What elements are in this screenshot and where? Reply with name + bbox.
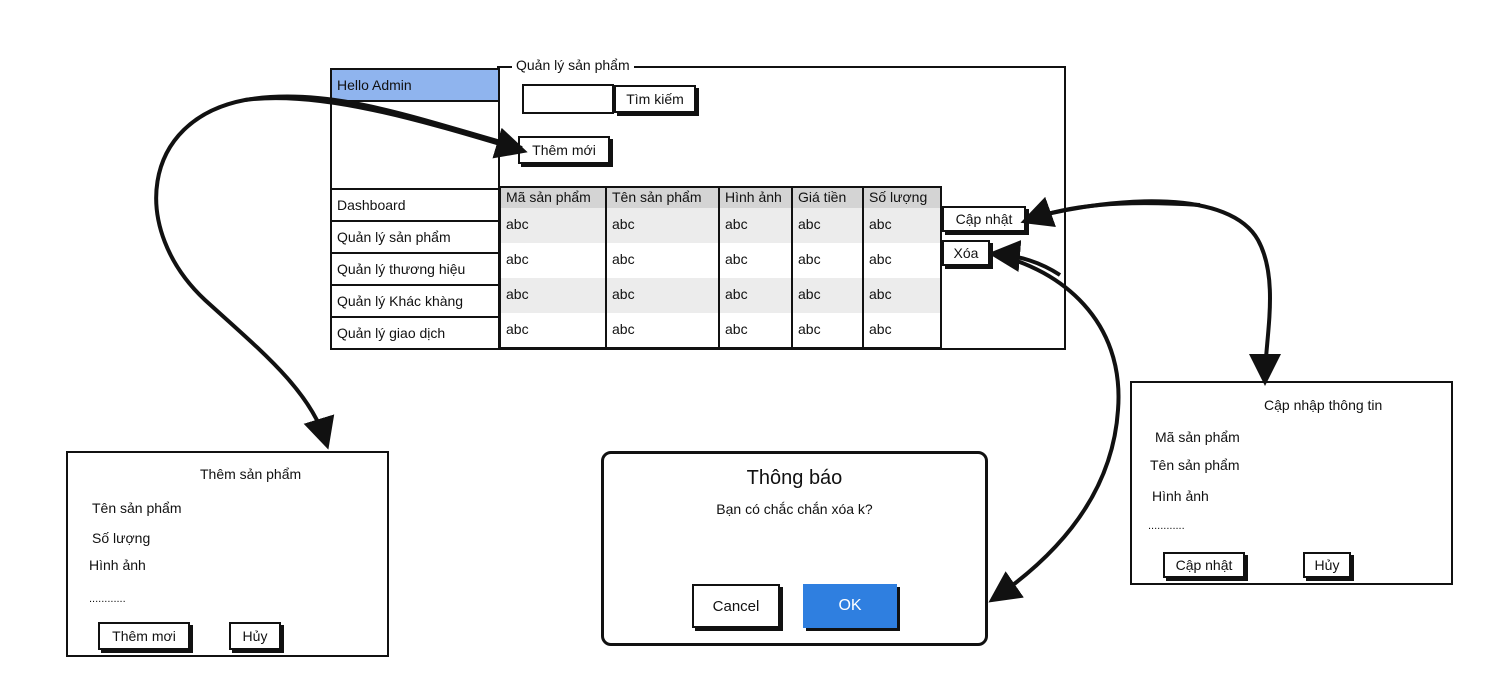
column-header[interactable]: Mã sản phẩm xyxy=(499,186,607,208)
update-dialog-submit-button[interactable]: Cập nhật xyxy=(1163,552,1245,578)
field-label: Mã sản phẩm xyxy=(1155,429,1240,445)
sidebar-item-label: Quản lý Khác khàng xyxy=(337,293,464,309)
add-dialog-cancel-label: Hủy xyxy=(242,628,268,644)
table-cell: abc xyxy=(605,243,720,278)
greeting-text: Hello Admin xyxy=(337,77,412,93)
field-label: Số lượng xyxy=(92,530,151,546)
update-dialog-submit-label: Cập nhật xyxy=(1175,557,1233,573)
update-dialog-title: Cập nhập thông tin xyxy=(1264,397,1383,413)
table-cell: abc xyxy=(605,313,720,349)
add-dialog-submit-button[interactable]: Thêm mơi xyxy=(98,622,190,650)
table-cell: abc xyxy=(499,313,607,349)
table-cell: abc xyxy=(718,313,793,349)
sidebar-item-customers[interactable]: Quản lý Khác khàng xyxy=(330,284,500,318)
update-button[interactable]: Cập nhật xyxy=(942,206,1026,232)
sidebar-item-label: Quản lý giao dịch xyxy=(337,325,446,341)
greeting-label: Hello Admin xyxy=(330,68,500,102)
search-input[interactable] xyxy=(522,84,614,114)
sidebar-item-products[interactable]: Quản lý sản phẩm xyxy=(330,220,500,254)
update-dialog-cancel-button[interactable]: Hủy xyxy=(1303,552,1351,578)
sidebar-item-transactions[interactable]: Quản lý giao dịch xyxy=(330,316,500,350)
update-dialog-cancel-label: Hủy xyxy=(1314,557,1340,573)
table-cell: abc xyxy=(862,278,942,313)
table-cell: abc xyxy=(499,243,607,278)
product-table: Mã sản phẩm Tên sản phẩm Hình ảnh Giá ti… xyxy=(499,186,942,349)
table-cell: abc xyxy=(862,208,942,243)
confirm-dialog-message: Bạn có chắc chắn xóa k? xyxy=(716,501,873,517)
ok-button[interactable]: OK xyxy=(803,584,897,628)
table-cell: abc xyxy=(499,208,607,243)
delete-button-label: Xóa xyxy=(953,245,979,261)
table-row[interactable]: abc abc abc abc abc xyxy=(499,278,942,313)
table-cell: abc xyxy=(605,278,720,313)
cancel-button-label: Cancel xyxy=(712,597,760,615)
table-cell: abc xyxy=(791,243,864,278)
confirm-delete-dialog xyxy=(601,451,988,646)
table-cell: abc xyxy=(499,278,607,313)
table-cell: abc xyxy=(862,243,942,278)
table-cell: abc xyxy=(605,208,720,243)
sidebar-item-label: Quản lý thương hiệu xyxy=(337,261,466,277)
sidebar-item-dashboard[interactable]: Dashboard xyxy=(330,188,500,222)
column-header[interactable]: Giá tiền xyxy=(791,186,864,208)
add-dialog-title: Thêm sản phẩm xyxy=(200,466,302,482)
add-new-button[interactable]: Thêm mới xyxy=(518,136,610,164)
column-header[interactable]: Hình ảnh xyxy=(718,186,793,208)
panel-title: Quản lý sản phẩm xyxy=(512,58,634,72)
sidebar-item-label: Dashboard xyxy=(337,197,406,213)
ok-button-label: OK xyxy=(838,597,862,614)
table-cell: abc xyxy=(718,243,793,278)
confirm-dialog-title: Thông báo xyxy=(746,467,843,489)
field-label: Tên sản phẩm xyxy=(92,500,182,516)
field-label: Tên sản phẩm xyxy=(1150,457,1240,473)
column-header[interactable]: Số lượng xyxy=(862,186,942,208)
add-new-button-label: Thêm mới xyxy=(532,142,596,158)
search-button-label: Tìm kiếm xyxy=(626,91,684,107)
table-cell: abc xyxy=(791,208,864,243)
field-ellipsis: ............ xyxy=(89,593,126,605)
sidebar-item-label: Quản lý sản phẩm xyxy=(337,229,451,245)
search-button[interactable]: Tìm kiếm xyxy=(614,85,696,113)
delete-button[interactable]: Xóa xyxy=(942,240,990,266)
table-cell: abc xyxy=(791,313,864,349)
add-dialog-cancel-button[interactable]: Hủy xyxy=(229,622,281,650)
field-label: Hình ảnh xyxy=(1152,488,1209,504)
table-row[interactable]: abc abc abc abc abc xyxy=(499,243,942,278)
table-header-row: Mã sản phẩm Tên sản phẩm Hình ảnh Giá ti… xyxy=(499,186,942,208)
cancel-button[interactable]: Cancel xyxy=(692,584,780,628)
table-row[interactable]: abc abc abc abc abc xyxy=(499,313,942,349)
table-cell: abc xyxy=(718,208,793,243)
table-row[interactable]: abc abc abc abc abc xyxy=(499,208,942,243)
table-cell: abc xyxy=(862,313,942,349)
add-dialog-submit-label: Thêm mơi xyxy=(112,628,176,644)
column-header[interactable]: Tên sản phẩm xyxy=(605,186,720,208)
sidebar-item-brands[interactable]: Quản lý thương hiệu xyxy=(330,252,500,286)
table-cell: abc xyxy=(791,278,864,313)
field-ellipsis: ............ xyxy=(1148,520,1185,532)
table-cell: abc xyxy=(718,278,793,313)
update-info-dialog xyxy=(1130,381,1453,585)
update-button-label: Cập nhật xyxy=(955,211,1013,227)
field-label: Hình ảnh xyxy=(89,557,146,573)
